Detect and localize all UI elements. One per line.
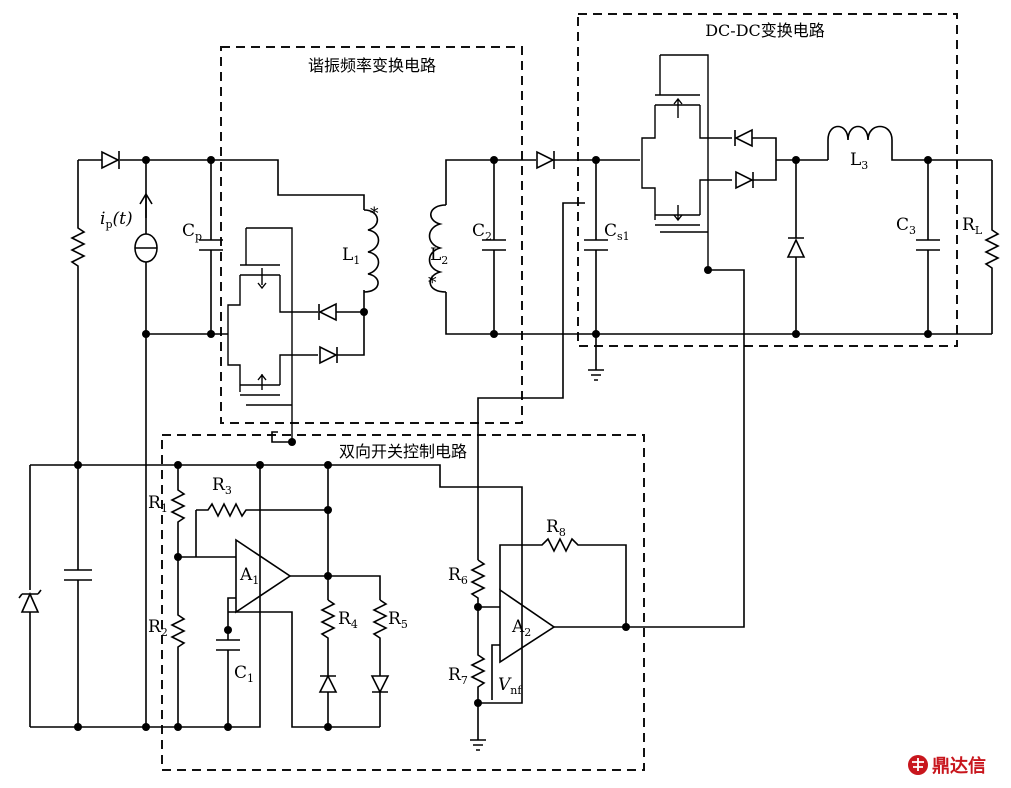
resistor-r6 [470, 559, 486, 607]
label-l1: L1 [342, 245, 360, 267]
ground-symbol-dcdc [588, 369, 604, 381]
dcdc-switch-arrow-icon [673, 97, 683, 118]
zener-diode [18, 589, 42, 613]
l2-dot-star: * [428, 273, 437, 293]
switch-control-block-title: 双向开关控制电路 [339, 442, 467, 461]
l1-dot-star: * [370, 204, 379, 224]
label-r2: R2 [148, 617, 168, 639]
inductor-l3 [827, 125, 992, 161]
opamp-a2 [499, 588, 556, 664]
resistor-r7 [470, 607, 486, 740]
resonant-block-box [220, 46, 523, 424]
dcdc-switch [641, 54, 732, 270]
input-section [18, 150, 523, 728]
current-source-arrow-icon [139, 192, 153, 218]
input-diode [101, 150, 120, 170]
resistor-r2 [170, 557, 186, 727]
control-diode-r5 [370, 670, 390, 727]
label-a2: A2 [511, 617, 531, 639]
capacitor-cs1 [584, 160, 608, 370]
label-c3: C3 [896, 215, 916, 237]
load-resistor-rl [984, 160, 1000, 334]
inductor-l1 [363, 209, 380, 293]
control-diode-r4 [318, 670, 338, 727]
resistor-r3 [196, 502, 328, 518]
capacitor-c1 [216, 630, 240, 727]
resistor-r1 [170, 465, 186, 557]
brand-logo-text: 鼎达信 [932, 755, 986, 777]
label-l2: L2 [430, 245, 448, 267]
output-diode [536, 150, 555, 170]
dcdc-diode-1 [734, 128, 777, 160]
resonant-switch [227, 227, 318, 442]
resistor-r8 [499, 537, 627, 628]
label-a1: A1 [239, 565, 259, 587]
label-r1: R1 [148, 493, 168, 515]
label-vnf: Vnf [498, 675, 522, 697]
dcdc-block-title: DC-DC变换电路 [705, 21, 825, 40]
freewheel-diode [786, 160, 806, 334]
dcdc-block-box [577, 13, 958, 347]
label-r4: R4 [338, 609, 358, 631]
resistor-r5 [372, 599, 388, 670]
capacitor-c2 [482, 160, 506, 334]
capacitor-cp [199, 160, 223, 334]
control-section [170, 465, 627, 751]
label-r6: R6 [448, 565, 468, 587]
label-rl: RL [962, 215, 983, 237]
label-cs1: Cs1 [604, 221, 630, 243]
resonant-diode-2 [319, 312, 365, 365]
label-cp: Cp [182, 221, 202, 243]
label-ip: ip(t) [100, 209, 133, 231]
capacitor-c3 [916, 160, 940, 334]
label-c1: C1 [234, 663, 254, 685]
switch-arrow-icon [257, 268, 267, 290]
label-r8: R8 [546, 517, 566, 539]
switch-control-block-box [161, 434, 645, 771]
inductor-l2 [428, 204, 447, 293]
label-r7: R7 [448, 665, 468, 687]
junction-dots [74, 156, 932, 731]
label-r3: R3 [212, 475, 232, 497]
label-l3: L3 [850, 150, 868, 172]
brand-logo: 鼎达信 [908, 755, 986, 777]
label-r5: R5 [388, 609, 408, 631]
label-c2: C2 [472, 221, 492, 243]
ground-symbol-control [470, 739, 486, 751]
dcdc-diode-2 [735, 160, 777, 190]
resonant-diode-1 [318, 302, 364, 322]
input-resistor [70, 160, 86, 465]
opamp-a1 [235, 538, 292, 614]
capacitor-c-left [64, 465, 92, 727]
resonant-block-title: 谐振频率变换电路 [308, 56, 436, 75]
resistor-r4 [320, 599, 336, 670]
